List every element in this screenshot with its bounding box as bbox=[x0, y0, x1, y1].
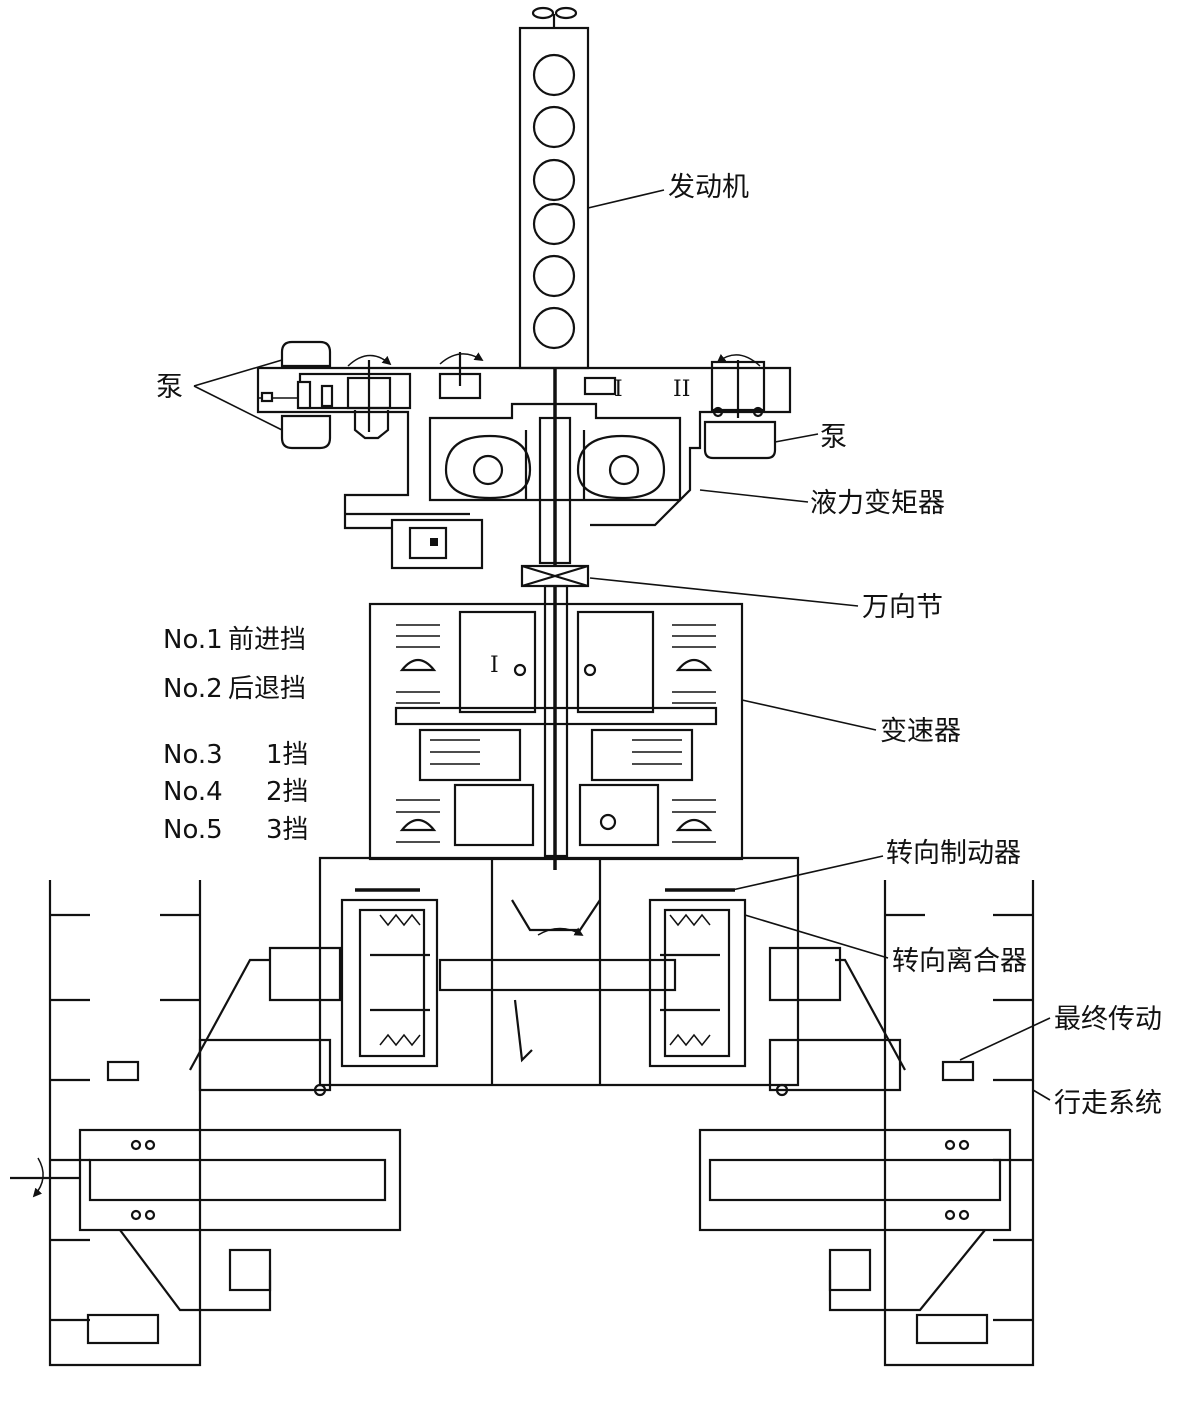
right-pump-label: 泵 bbox=[820, 422, 847, 453]
drive-gear-left bbox=[346, 360, 392, 440]
legend-num-5: No.5 bbox=[163, 815, 223, 845]
steering-case bbox=[318, 856, 800, 1087]
torque-converter-label: 液力变矩器 bbox=[810, 488, 945, 519]
steering-clutch-label: 转向离合器 bbox=[892, 946, 1027, 977]
left-track bbox=[48, 880, 202, 1367]
right-final-drive bbox=[698, 946, 1012, 1312]
legend-num-1: No.1 bbox=[163, 625, 223, 655]
gear-legend: No.1 前进挡 No.2 后退挡 No.3 1挡 No.4 2挡 No.5 3… bbox=[163, 625, 309, 845]
svg-text:II: II bbox=[673, 377, 690, 402]
left-pump-label: 泵 bbox=[156, 372, 183, 403]
legend-name-3: 1挡 bbox=[266, 740, 309, 770]
mark-one: I bbox=[614, 377, 623, 402]
legend-num-3: No.3 bbox=[163, 740, 223, 770]
engine-label: 发动机 bbox=[668, 172, 749, 203]
converter-output-shaft bbox=[538, 368, 572, 565]
steering-brake-label: 转向制动器 bbox=[886, 838, 1021, 869]
input-rotation-arrow bbox=[10, 1157, 80, 1198]
fan-icon bbox=[531, 6, 578, 28]
leader-lines bbox=[193, 189, 1051, 1101]
right-track bbox=[883, 880, 1035, 1367]
legend-name-2: 后退挡 bbox=[228, 674, 306, 704]
final-drive-label: 最终传动 bbox=[1054, 1004, 1162, 1035]
running-gear-label: 行走系统 bbox=[1054, 1088, 1162, 1119]
left-pump-upper bbox=[280, 340, 332, 368]
transmission-label: 变速器 bbox=[880, 716, 961, 747]
legend-num-4: No.4 bbox=[163, 777, 223, 807]
legend-name-1: 前进挡 bbox=[228, 625, 306, 655]
engine bbox=[518, 26, 590, 370]
transmission-clutches: I bbox=[394, 610, 718, 847]
mark-two: II bbox=[673, 377, 690, 402]
transmission-housing bbox=[368, 584, 744, 870]
rotation-arrows bbox=[347, 352, 761, 386]
right-pump bbox=[703, 360, 777, 460]
universal-joint-label: 万向节 bbox=[862, 592, 943, 623]
bevel-gear bbox=[438, 899, 677, 1063]
transfer-gearbox bbox=[345, 512, 484, 570]
legend-name-4: 2挡 bbox=[266, 777, 309, 807]
right-steering-clutch bbox=[648, 888, 747, 1068]
left-pump-lower bbox=[280, 414, 332, 450]
left-steering-clutch bbox=[340, 888, 439, 1068]
left-final-drive bbox=[78, 946, 402, 1312]
legend-name-5: 3挡 bbox=[266, 815, 309, 845]
torque-converter bbox=[428, 402, 682, 502]
legend-num-2: No.2 bbox=[163, 674, 223, 704]
universal-joint bbox=[520, 564, 590, 588]
svg-text:I: I bbox=[490, 653, 499, 678]
svg-text:I: I bbox=[614, 377, 623, 402]
